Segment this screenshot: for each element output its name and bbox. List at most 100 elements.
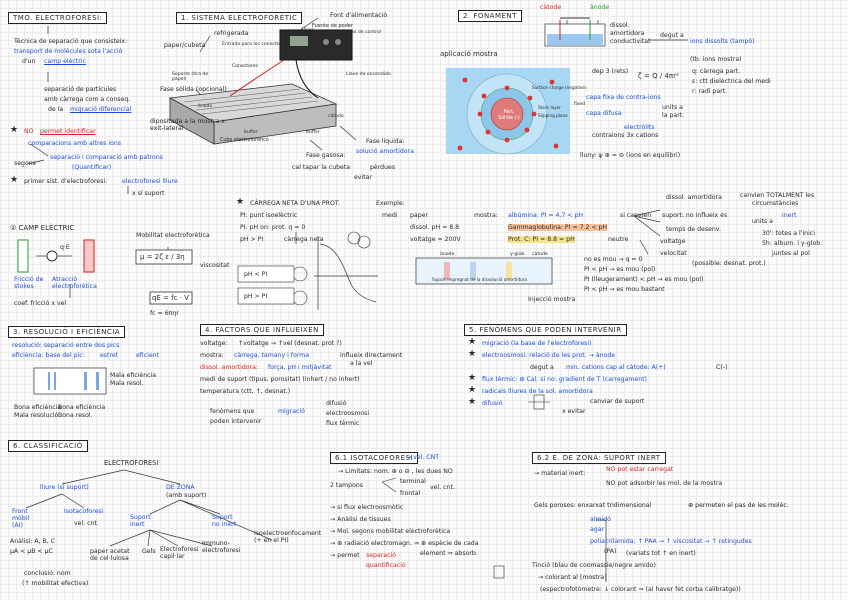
label-eficiencia: eficiència: base del pic:: [12, 352, 85, 359]
label-surface-charge: Surface charge (negative): [532, 85, 587, 90]
label-friccio: Fricció de stokes: [14, 276, 44, 291]
label-capa-difusa: capa difusa: [586, 110, 622, 117]
label-migracio: migració: [278, 408, 305, 415]
label-30: 30': totes a l'inici: [762, 230, 815, 237]
label-evitar: evitar: [354, 174, 372, 181]
electrode-cell-sketch: [544, 17, 606, 47]
label-temps: temps de desenv.: [666, 226, 721, 233]
label-pi: PI: punt isoelèctric: [240, 212, 298, 219]
label-resolucio: resolució: separació entre dos pics: [12, 342, 120, 349]
label-ph-gt: pH > PI: [240, 236, 264, 243]
label-flux-termic-2: flux tèrmic: ⊕ Cal. si no: gradient de T…: [482, 376, 647, 383]
label-fenomens: fenòmens que: [210, 408, 255, 415]
strip-glob: γ-glob.: [510, 252, 526, 257]
label-qe: q·E: [60, 244, 70, 251]
label-suport-inert: Suport inert: [130, 514, 151, 529]
label-fase-solida: Fase sòlida (opcional): [160, 86, 227, 93]
label-buffer-2: buffer: [306, 130, 320, 135]
section-header-classificacio: 6. CLASSIFICACIÓ: [8, 440, 88, 452]
label-suport-no-inert: Suport no inert: [212, 514, 237, 529]
label-dep: dep 3 (rets): [592, 68, 629, 75]
note-comparacions: comparacions amb altres ions: [28, 140, 121, 147]
label-no-es-mou: no es mou → q = 0: [584, 256, 643, 263]
label-mobilitat: (↑ mobilitat efectiva): [22, 580, 89, 587]
strip-suport: Suport impregnat de la dissolució amorti…: [432, 277, 527, 282]
star-icon: ★: [468, 337, 477, 347]
section-header-isotacoforesi: 6.1 ISOTACOFORESI: [330, 452, 419, 464]
label-contraions: contraions 3x cations: [592, 132, 659, 139]
label-si-canvien: si canvien: [620, 212, 652, 219]
star-icon: ★: [468, 373, 477, 383]
label-flux-electroosmotic: → si flux electroosmòtic: [330, 504, 404, 511]
label-element: element ⇒ absorb.: [420, 550, 478, 557]
label-radicals: radicals lliures de la sol. amortidora: [482, 388, 593, 395]
label-juntes: juntes al pol: [772, 250, 810, 257]
definition-line-1: Tècnica de separació que consisteix:: [14, 38, 128, 45]
label-soporte: Soporte (tira de papel): [172, 72, 209, 83]
label-pa: (PA): [604, 548, 617, 555]
label-injeccio: Injecció mostra: [528, 296, 576, 303]
label-e: ε: ctt dielèctrica del medi: [692, 78, 771, 85]
label-canvien: canvien TOTALMENT les: [740, 192, 815, 199]
definition-line-4: separació de partícules: [44, 86, 117, 93]
star-icon: ★: [468, 349, 477, 359]
label-es-mou-3: PI < pH → es mou bastant: [584, 286, 665, 293]
label-units: units a: [752, 218, 773, 225]
label-aplicacio: aplicació mostra: [440, 50, 498, 58]
label-dissol-amort: dissol. amortidora:: [200, 364, 258, 371]
mobility-formula: μ = 2ζ ε / 3η: [140, 253, 185, 261]
label-visor: Visor: [302, 28, 314, 33]
label-voltatge-2: voltatge: [660, 238, 686, 245]
resolution-strips: [33, 367, 107, 395]
label-paper-acetat: paper acetat de cel·lulosa: [90, 548, 130, 563]
definition-line-2: transport de molècules sota l'acció: [14, 48, 123, 55]
label-font: Font d'alimentació: [330, 12, 388, 19]
note-separacio: separació i comparació amb patrons: [50, 154, 163, 161]
label-lluny: lluny: ψ ⊕ = ⊖ (ions en equilibri): [580, 152, 681, 159]
label-frontal: frontal: [400, 490, 421, 497]
label-electroforesi: ELECTROFORESI: [104, 459, 159, 467]
section-header-carrega: CÀRREGA NETA D'UNA PROT.: [250, 200, 340, 207]
label-variats: (variats tot ↑ en inert): [626, 550, 696, 557]
label-espectro: (espectrofotòmetre: ↓ colorant ⇒ (al hav…: [540, 586, 741, 593]
label-gammaglobulina: Gammaglobulina: PI = 7.2 < pH: [508, 224, 608, 232]
label-analisi-tissues: → Anàlisi de tissues: [330, 516, 391, 523]
label-de-zona: DE ZONA: [166, 484, 195, 491]
label-exemple: Exemple:: [376, 200, 405, 207]
label-mostra: mostra:: [200, 352, 224, 359]
label-paper-cubeta: paper/cubeta: [164, 42, 206, 49]
label-gels-porosos: Gels porosos: enxarxat tridimensional: [534, 502, 652, 509]
note-quantificar: (Quantificar): [72, 164, 112, 171]
label-cal-tapar: cal tapar la cubeta: [292, 164, 351, 171]
label-degut: degut a: [660, 32, 684, 39]
label-catodo: cátodo: [328, 114, 344, 119]
label-colorant: → colorant al [mostra]: [538, 574, 607, 581]
label-mala-resolucio: Mala resolució: [14, 412, 59, 419]
strip-catode: càtode: [532, 252, 548, 257]
label-isoelectroenfocament: Isoelectroenfocament (+ en el PI): [254, 530, 322, 545]
zeta-equation: ζ = Q / 4πr²: [638, 72, 679, 80]
label-bona-res: Bona resol.: [58, 412, 93, 419]
note-suport: x sí suport: [132, 190, 165, 197]
label-mol-segons: → Mol. segons mobilitat electroforètica: [330, 528, 451, 535]
label-immuno: Immuno-electroforesi: [202, 540, 241, 555]
label-voltatge: voltatge = 200V: [410, 236, 461, 243]
label-terminal: terminal: [400, 478, 426, 485]
label-refrigerada: refrigerada: [214, 30, 249, 37]
label-cubo: Cubo electroforético: [220, 138, 269, 143]
definition-line-3b: camp elèctric: [44, 58, 86, 65]
label-mua: μA < μB < μC: [10, 548, 53, 555]
label-units-a: units a: [662, 104, 683, 111]
note-no: NO: [24, 128, 34, 135]
label-perillas: Perillas de control: [340, 30, 381, 35]
label-es-mou-2: PI (lleugerament) < pH → es mou (pol): [584, 276, 704, 283]
label-vel-cnt-2: → vel. CNT: [406, 454, 440, 461]
label-atraccio: Atracció electroforètica: [52, 276, 97, 291]
label-possible: (possible: desnat. prot.): [692, 260, 766, 267]
label-la-part: la part.: [662, 112, 685, 119]
label-dipositada: dipositada a la mostra x exit-lateral: [150, 118, 225, 133]
label-capa-fixa: capa fixa de contra-ions: [586, 94, 661, 101]
diffusion-sketch: [528, 394, 550, 410]
note-identificar: permet identificar: [40, 128, 96, 135]
strip-anode: ànode: [440, 252, 455, 257]
